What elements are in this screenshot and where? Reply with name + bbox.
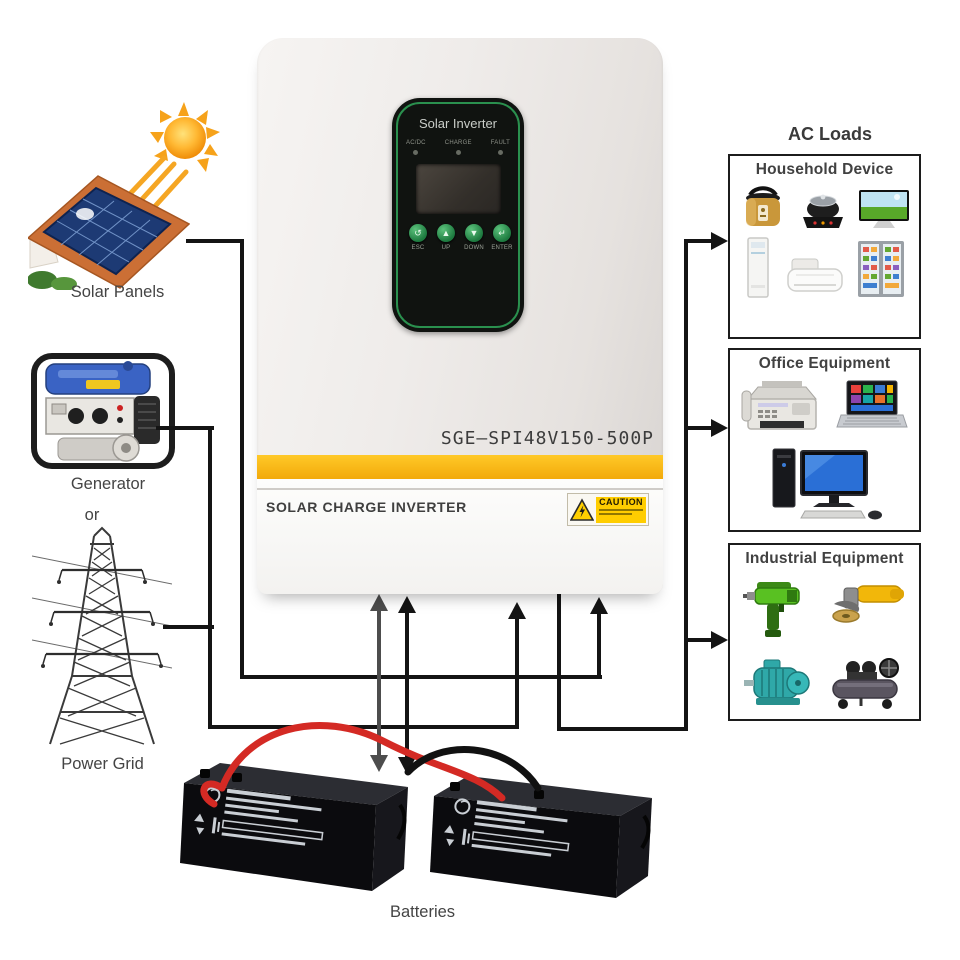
led-fault-light [497,150,503,155]
power-grid-label: Power Grid [61,755,144,773]
air-conditioner-split-icon [786,258,843,292]
household-device-box: Household Device [728,154,921,339]
acout-wire-across [557,727,688,731]
led-charge-label: CHARGE [444,140,472,146]
television-icon [858,190,909,228]
household-device-title: Household Device [755,161,894,178]
down-button: ▼ [465,224,483,242]
or-label: or [84,506,100,524]
inverter-divider [257,488,663,490]
pv-wire-down [240,239,244,679]
battery-1 [180,763,408,891]
ac-loads-title: AC Loads [787,124,872,144]
caution-fine-print-line [599,508,643,511]
office-equipment-title: Office Equipment [758,355,891,372]
batteries-label: Batteries [389,903,456,921]
fax-machine-icon [741,381,817,430]
acloads-trunk [684,239,688,731]
pv-wire-up [597,612,601,679]
pressure-cooker-icon [746,186,781,226]
pv-wire-from-house [186,239,244,243]
up-button: ▲ [437,224,455,242]
enter-button: ↵ [493,224,511,242]
sun-icon [123,102,220,216]
warning-triangle-icon [570,497,594,521]
grid-wire [163,625,214,629]
generator-label: Generator [70,475,146,493]
inverter-yellow-stripe [257,455,663,479]
office-equipment-box: Office Equipment [728,348,921,532]
acin-wire-across [208,725,519,729]
enter-button-label: ENTER [491,245,513,251]
battery-cables [200,721,542,808]
acin-wire-up [515,616,519,729]
industrial-equipment-box: Industrial Equipment [728,543,921,721]
lcd-screen [416,164,501,214]
generator-wire [156,426,214,430]
acin-wire-down [208,426,212,729]
inverter-control-panel: Solar Inverter AC/DC CHARGE FAULT ↺ ESC ▲… [392,98,524,332]
branch-industrial [684,638,714,642]
panel-buttons: ↺ ESC ▲ UP ▼ DOWN ↵ ENTER [406,224,514,251]
caution-fine-print-line [599,512,633,515]
battery-wire-2 [405,610,409,762]
branch-office-arrowhead [711,419,728,437]
angle-grinder-icon [832,585,904,623]
solar-panels-house-icon [28,175,190,290]
battery-wire-1 [377,608,381,760]
led-ac-dc-label: AC/DC [406,140,426,146]
inverter-model-text: SGE—SPI48V150-500P [440,428,654,449]
induction-cooker-icon [802,194,843,228]
pv-arrowhead [590,597,608,614]
generator-icon [31,353,175,469]
display-title: Solar Inverter [418,116,498,131]
esc-button-label: ESC [411,245,425,251]
inverter-product-name: SOLAR CHARGE INVERTER [266,499,467,515]
air-compressor-icon [832,658,900,709]
esc-button: ↺ [409,224,427,242]
branch-office [684,426,714,430]
acin-arrowhead [508,602,526,619]
electric-drill-icon [743,582,800,637]
branch-household [684,239,714,243]
branch-household-arrowhead [711,232,728,250]
led-indicators: AC/DC CHARGE FAULT [406,140,510,155]
led-fault-label: FAULT [490,140,510,146]
industrial-equipment-title: Industrial Equipment [745,550,904,567]
led-charge-light [455,150,461,155]
pv-wire-across [240,675,602,679]
refrigerator-icon [858,241,905,297]
solar-panels-label: Solar Panels [70,283,165,301]
battery-wire-1-arrow-down [370,755,388,772]
electric-motor-icon [743,659,810,705]
laptop-icon [836,380,909,428]
down-button-label: DOWN [464,245,484,251]
control-panel-green-ring [396,102,520,328]
battery-wire-2-arrow-up [398,596,416,613]
caution-title: CAUTION [599,496,643,507]
desktop-computer-icon [772,448,882,520]
battery-wire-1-arrow-up [370,594,388,611]
up-button-label: UP [441,245,451,251]
power-grid-tower-icon [32,526,172,745]
air-conditioner-cabinet-icon [747,237,769,298]
caution-label: CAUTION [567,493,649,526]
branch-industrial-arrowhead [711,631,728,649]
led-ac-dc-light [413,150,419,155]
acout-wire-down [557,594,561,731]
